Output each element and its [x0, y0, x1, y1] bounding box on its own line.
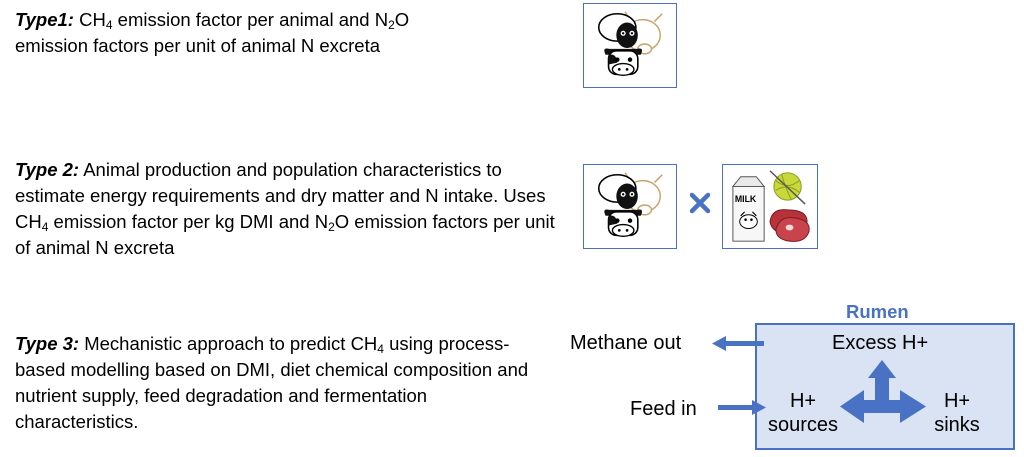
excess-h-label: Excess H+: [832, 332, 929, 354]
products-icon-frame: MILK: [722, 164, 818, 249]
tier2-text-c: O emission factors per unit of animal N …: [15, 211, 555, 258]
tier1-label: Type1:: [15, 9, 74, 30]
wool-icon: [769, 170, 806, 205]
tier3-text-b: using process-based modelling based on D…: [15, 333, 529, 432]
livestock-icon: [597, 11, 663, 76]
tier1-sub-a: 4: [105, 18, 113, 32]
tier1-text-c: O emission factors per unit of animal N …: [15, 9, 410, 56]
tier2-label: Type 2:: [15, 159, 80, 180]
tier1-text-a: CH: [73, 9, 106, 30]
h-sources-label: H+ sources: [763, 389, 843, 437]
tier2-text-a: Animal production and population charact…: [15, 159, 546, 232]
tier2-description: Type 2: Animal production and population…: [15, 157, 555, 261]
products-icon: MILK: [731, 170, 810, 242]
livestock-icon-frame-2: [583, 164, 677, 249]
livestock-icon: [597, 172, 663, 237]
h-sinks-label: H+ sinks: [932, 389, 982, 437]
milk-carton-icon: MILK: [731, 176, 766, 242]
tier3-description: Type 3: Mechanistic approach to predict …: [15, 331, 535, 435]
h-sinks-line1: H+: [943, 390, 971, 412]
multiply-icon: [689, 192, 711, 214]
h-sources-line2: sources: [767, 414, 839, 436]
h-sources-line1: H+: [789, 390, 817, 412]
livestock-icon-frame: [583, 3, 677, 88]
tier3-sub-a: 4: [377, 342, 384, 356]
tier1-sub-b: 2: [388, 18, 395, 32]
methane-out-label: Methane out: [570, 332, 682, 354]
rumen-title: Rumen: [846, 301, 909, 322]
tier1-description: Type1: CH4 emission factor per animal an…: [15, 7, 435, 59]
tier2-sub-a: 4: [41, 220, 49, 234]
meat-icon: [769, 209, 810, 242]
feed-in-label: Feed in: [630, 398, 697, 420]
milk-label: MILK: [735, 194, 757, 204]
h-sinks-line2: sinks: [934, 414, 980, 436]
tier2-sub-b: 2: [328, 220, 335, 234]
tier1-text-b: emission factor per animal and N: [112, 9, 389, 30]
tier2-text-b: emission factor per kg DMI and N: [48, 211, 329, 232]
tier3-text-a: Mechanistic approach to predict CH: [79, 333, 378, 354]
tier3-label: Type 3:: [15, 333, 80, 354]
